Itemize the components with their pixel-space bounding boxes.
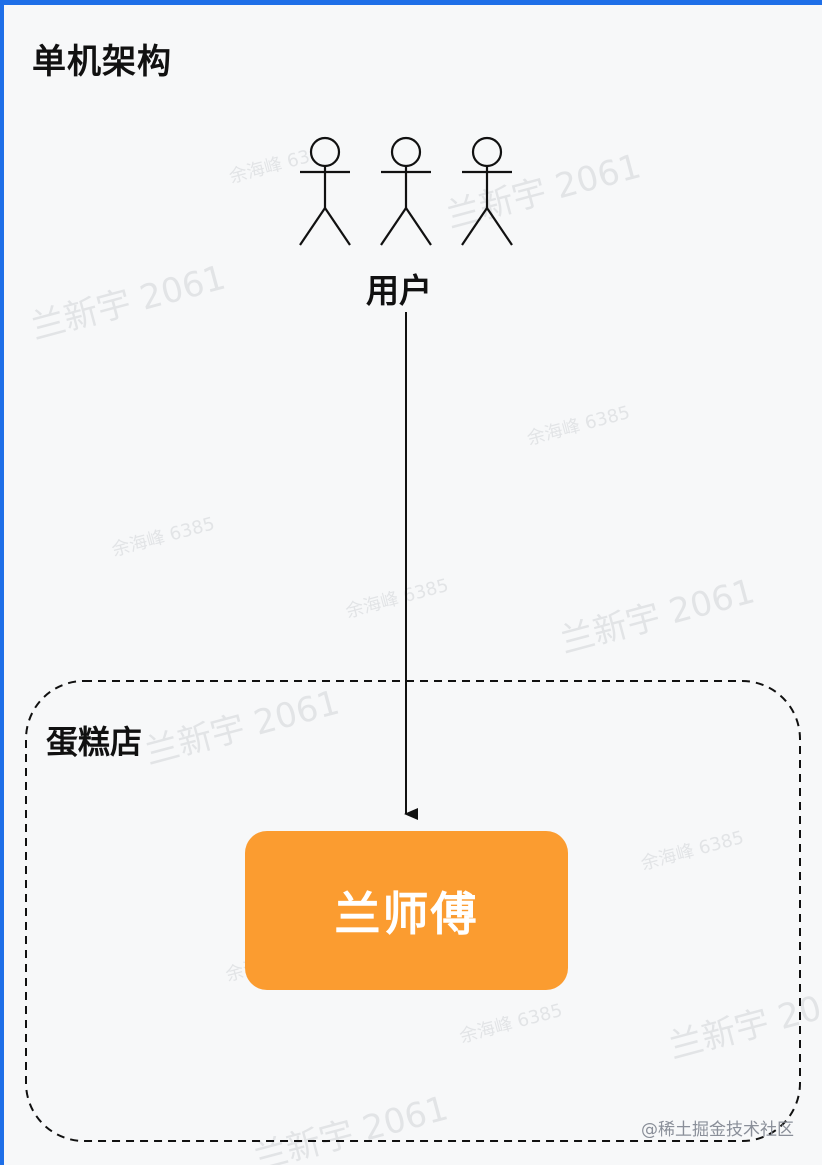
store-label: 蛋糕店 bbox=[46, 723, 143, 761]
store-boundary bbox=[25, 680, 801, 1142]
users-label: 用户 bbox=[366, 271, 432, 310]
window-accent-left bbox=[0, 0, 4, 1165]
window-accent-top bbox=[0, 0, 822, 5]
user-icon bbox=[461, 136, 513, 246]
user-icon bbox=[299, 136, 351, 246]
source-credit: @稀土掘金技术社区 bbox=[641, 1120, 794, 1140]
chef-node: 兰师傅 bbox=[245, 831, 568, 990]
diagram-title: 单机架构 bbox=[32, 42, 172, 82]
chef-label: 兰师傅 bbox=[334, 886, 479, 941]
user-icon bbox=[380, 136, 432, 246]
